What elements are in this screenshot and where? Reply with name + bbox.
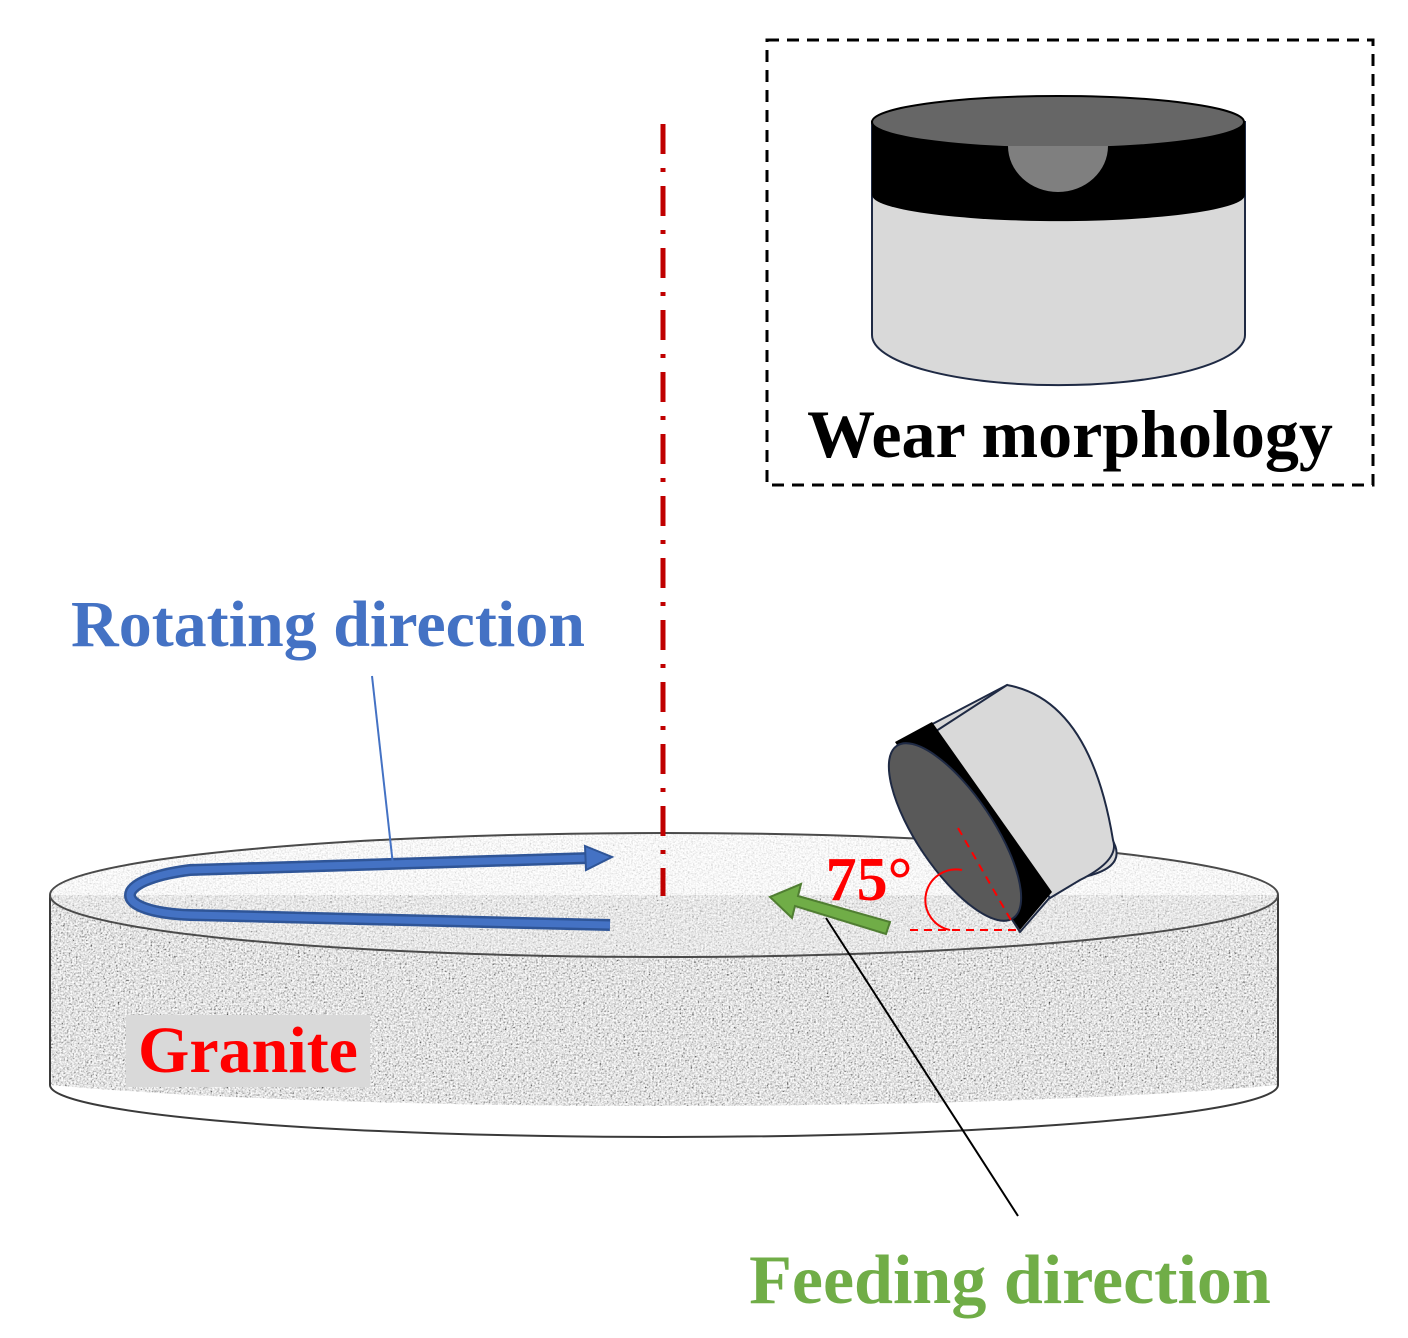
tilted-cutter [887,683,1118,934]
wear-morphology-label: Wear morphology [807,396,1333,472]
wear-morphology-cutter [871,95,1246,387]
rotating-leader-line [371,675,394,866]
angle-label: 75° [826,846,913,914]
wear-flat [1008,146,1108,192]
rotating-direction-arrow [124,844,615,931]
wear-morphology-frame [765,38,1375,487]
granite-label: Granite [138,1014,358,1087]
feeding-direction-arrow [768,882,892,936]
rotating-direction-label: Rotating direction [71,588,585,661]
angle-indicator [910,868,1020,931]
granite-label-bg [126,1015,370,1087]
feeding-leader-line [825,917,1019,1217]
feeding-direction-label: Feeding direction [749,1242,1271,1319]
